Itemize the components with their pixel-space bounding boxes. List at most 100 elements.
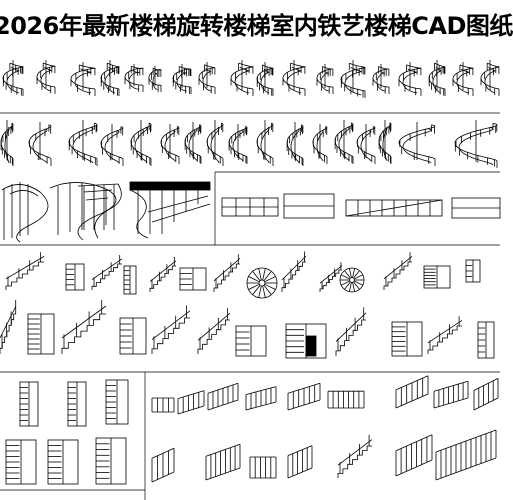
spiral-stair-3d-7: [172, 64, 192, 94]
spiral-stair-3d-large-4: [100, 124, 124, 166]
railing-elevation-9: [473, 378, 499, 411]
stair-section-11: [197, 308, 231, 354]
railing-elevations: [5, 375, 499, 485]
railing-elevation-5: [287, 382, 321, 411]
railing-elevation-10: [151, 447, 175, 483]
spiral-stair-3d-17: [452, 62, 474, 96]
spiral-stair-3d-large-15: [378, 120, 392, 164]
stair-section-10: [151, 305, 191, 354]
stair-plan-10: [391, 321, 423, 357]
spiral-stair-3d-large-3: [68, 120, 98, 166]
spiral-stair-3d-14: [372, 64, 390, 94]
stair-plan-11: [477, 321, 495, 359]
curved-stair-elevation-1: [1, 182, 49, 243]
drawing-sheet: [0, 52, 501, 500]
railing-elevation-12: [249, 456, 277, 479]
spiral-stair-3d-large-12: [312, 124, 328, 164]
stair-plan-12: [19, 381, 39, 427]
railing-elevation-8: [433, 380, 469, 409]
stair-plan-17: [95, 437, 127, 485]
stair-section-13: [427, 316, 463, 354]
stair-plan-door: [305, 335, 317, 357]
stair-section-5: [281, 251, 307, 292]
stair-plan-15: [5, 439, 37, 485]
stair-plan-4: [423, 265, 451, 289]
straight-stair-elevation-1: [221, 197, 279, 217]
spiral-stair-3d-8: [198, 62, 216, 94]
spiral-stair-3d-11: [282, 60, 306, 96]
stair-plan-5: [465, 259, 481, 283]
stair-plan-2: [123, 265, 137, 295]
spiral-stair-3d-large-14: [356, 124, 376, 164]
spiral-stair-3d-5: [124, 64, 144, 92]
stair-plan-13: [67, 381, 87, 427]
stair-section-1: [5, 252, 45, 290]
stair-section-7: [383, 252, 413, 290]
spiral-stair-3d-13: [340, 60, 366, 98]
stair-section-8: [0, 300, 17, 354]
banner: 2026年最新楼梯旋转楼梯室内铁艺楼梯CAD图纸: [0, 0, 513, 50]
railing-elevation-1: [151, 397, 175, 413]
stair-plan-1: [65, 263, 85, 291]
spiral-stair-3d-10: [256, 62, 274, 96]
stair-plan-7: [119, 317, 147, 355]
stair-section-14: [337, 434, 373, 478]
spiral-stair-3d-16: [428, 60, 446, 96]
curved-stair-elevations: [1, 181, 211, 243]
spiral-stair-3d-large-9: [228, 124, 248, 164]
spiral-stair-plan-1: [246, 267, 278, 299]
spiral-stair-3d-2: [36, 60, 56, 94]
curved-stair-elevation-3: [77, 183, 122, 239]
spiral-stair-3d-large-13: [334, 120, 354, 164]
spiral-stair-3d-large-1: [0, 120, 14, 166]
section-frames: [0, 112, 500, 500]
stair-section-3: [149, 256, 177, 292]
spiral-stair-3d-6: [148, 66, 162, 93]
spiral-stair-3d-15: [398, 62, 422, 96]
spiral-stair-3d-large-16: [398, 122, 436, 166]
railing-elevation-13: [287, 445, 313, 479]
railing-elevation-3: [207, 382, 239, 411]
stair-plan-14: [105, 379, 129, 425]
spiral-stair-3d-row-2: [0, 120, 498, 168]
railing-elevation-2: [177, 390, 205, 415]
railing-elevation-15: [435, 429, 497, 481]
straight-stair-elevation-3: [345, 199, 443, 217]
spiral-stair-3d-18: [480, 60, 500, 96]
stair-section-2: [91, 254, 123, 290]
straight-stair-elevations: [221, 193, 501, 219]
stair-section-4: [213, 254, 241, 292]
spiral-stair-3d-9: [230, 60, 254, 96]
straight-stair-elevation-4: [451, 197, 501, 219]
spiral-stair-3d-large-6: [160, 124, 180, 164]
spiral-stair-3d-large-8: [206, 120, 224, 166]
spiral-stair-3d-large-2: [28, 122, 52, 166]
spiral-stair-3d-large-10: [256, 120, 274, 166]
spiral-stair-3d-12: [316, 64, 334, 94]
drawing-sheet-svg: [0, 60, 501, 500]
stair-plan-3: [179, 267, 207, 291]
spiral-stair-3d-large-5: [130, 120, 152, 166]
railing-elevation-4: [245, 386, 277, 411]
curved-stair-elevation-4: [129, 181, 211, 239]
spiral-stair-3d-large-7: [184, 122, 202, 164]
spiral-stair-3d-3: [70, 62, 96, 96]
stair-section-12: [335, 307, 367, 356]
railing-elevation-11: [205, 443, 241, 481]
spiral-stair-3d-row-1: [2, 60, 500, 98]
stair-section-6: [319, 262, 343, 292]
spiral-stair-3d-4: [100, 60, 120, 96]
stair-plans-and-sections: [0, 251, 495, 359]
straight-stair-elevation-2: [283, 193, 335, 219]
banner-title: 2026年最新楼梯旋转楼梯室内铁艺楼梯CAD图纸: [0, 12, 513, 40]
stair-plan-8: [235, 325, 267, 357]
stair-plan-6: [27, 313, 55, 355]
spiral-stair-3d-1: [2, 60, 24, 96]
railing-elevation-6: [327, 390, 365, 409]
railing-elevation-14: [395, 434, 433, 477]
stair-section-9: [61, 300, 107, 354]
spiral-stair-plan-2: [339, 267, 365, 293]
stair-plan-16: [47, 439, 79, 485]
spiral-stair-3d-large-17: [454, 120, 498, 168]
railing-elevation-7: [395, 375, 429, 409]
